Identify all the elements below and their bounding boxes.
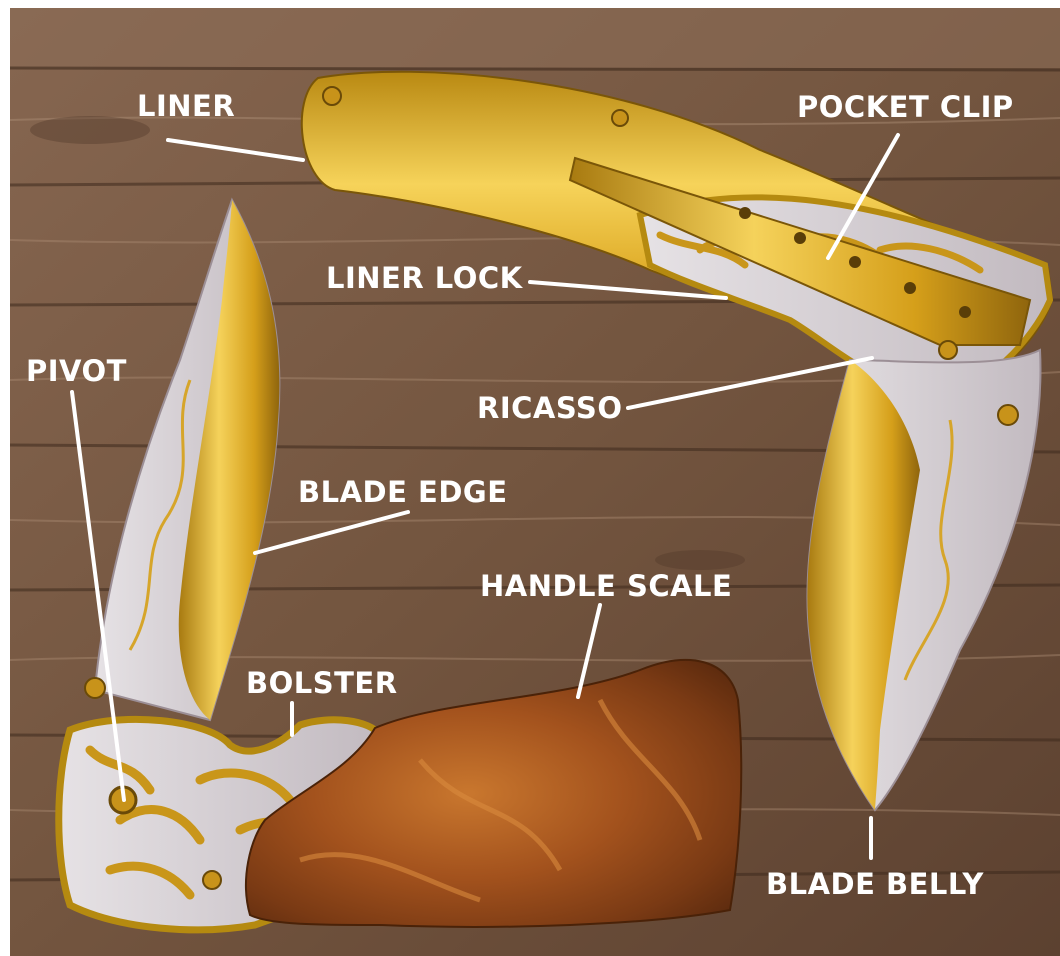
label-pivot: PIVOT xyxy=(26,354,127,388)
label-pocket-clip: POCKET CLIP xyxy=(797,90,1014,124)
label-bolster: BOLSTER xyxy=(246,666,398,700)
label-ricasso: RICASSO xyxy=(477,391,622,425)
label-handle-scale: HANDLE SCALE xyxy=(480,569,732,603)
label-liner: LINER xyxy=(137,89,235,123)
label-blade-edge: BLADE EDGE xyxy=(298,475,508,509)
label-blade-belly: BLADE BELLY xyxy=(766,867,984,901)
label-liner-lock: LINER LOCK xyxy=(326,261,524,295)
